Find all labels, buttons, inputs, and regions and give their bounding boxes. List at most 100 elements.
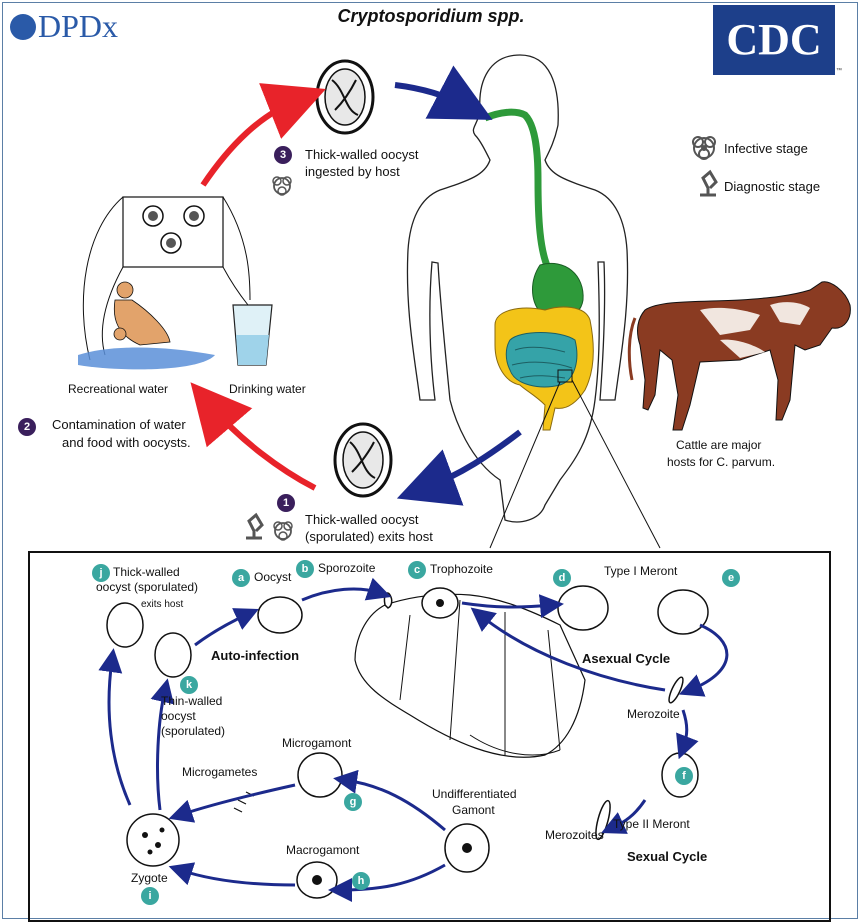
digestive-tract (483, 108, 661, 549)
label-autoinfection: Auto-infection (211, 648, 300, 663)
microscope-icon (700, 169, 718, 197)
epithelial-cells (354, 593, 586, 758)
step3-line1: Thick-walled oocyst (305, 147, 419, 162)
step3-line2: ingested by host (305, 164, 400, 179)
stage-d-meront (557, 585, 609, 631)
arrow-f-to-merozoites (601, 799, 647, 834)
dpdx-logo-text: DPDx (38, 8, 119, 44)
step1-line1: Thick-walled oocyst (305, 512, 419, 527)
label-c: Trophozoite (430, 562, 493, 576)
label-k-line2: oocyst (161, 709, 196, 723)
recreational-water-label: Recreational water (68, 382, 169, 396)
arrow-to-ingestion (200, 83, 326, 187)
stage-i-zygote (126, 813, 180, 867)
label-microgamont: Microgamont (282, 736, 352, 750)
drinking-water-label: Drinking water (229, 382, 306, 396)
gamont-nucleus (462, 843, 472, 853)
stage-merozoite (668, 676, 684, 704)
arrow-h-to-zygote (168, 862, 296, 887)
cdc-trademark: ™ (836, 68, 842, 74)
arrow-a-to-b (301, 577, 392, 602)
arrow-merozoite-to-f (676, 709, 699, 760)
badge-k: k (180, 676, 198, 694)
page-title: Cryptosporidium spp. (337, 6, 525, 26)
stage-j-oocyst (106, 602, 144, 648)
cattle-illustration (627, 281, 851, 431)
biohazard-icon (692, 136, 716, 160)
label-type2-meront: Type II Meront (613, 817, 690, 831)
dpdx-logo-icon (10, 14, 36, 40)
step3-biohazard-icon (272, 176, 292, 196)
zygote-granule (142, 832, 148, 838)
stage-k-oocyst (154, 632, 192, 678)
oocyst-in-magnifier (142, 205, 205, 254)
label-k-line1: Thin-walled (161, 694, 223, 708)
label-asexual-cycle: Asexual Cycle (582, 651, 671, 666)
step3-badge: 3 (274, 146, 292, 164)
label-j-line2: oocyst (sporulated) (96, 580, 199, 594)
label-sexual-cycle: Sexual Cycle (627, 849, 708, 864)
cattle-line2: hosts for C. parvum. (667, 455, 776, 469)
label-j-line3: exits host (141, 599, 184, 610)
badge-a: a (232, 569, 250, 587)
label-type1-meront: Type I Meront (604, 564, 678, 578)
label-macrogamont: Macrogamont (286, 843, 360, 857)
label-zygote: Zygote (131, 871, 168, 885)
dpdx-logo: DPDx (10, 8, 118, 45)
label-gamont-line1: Undifferentiated (432, 787, 517, 801)
arrow-k-to-a (194, 608, 259, 647)
badge-c: c (408, 561, 426, 579)
label-a: Oocyst (254, 570, 292, 584)
stage-g-microgamont (297, 752, 343, 798)
label-j-line1: Thick-walled (113, 565, 180, 579)
recreational-water-scene (78, 196, 273, 370)
label-microgametes: Microgametes (182, 765, 258, 779)
badge-d: d (553, 569, 571, 587)
badge-j: j (92, 564, 110, 582)
badge-b: b (296, 560, 314, 578)
trophozoite-nucleus (436, 599, 444, 607)
label-merozoite: Merozoite (627, 707, 680, 721)
arrow-to-contamination (190, 382, 317, 491)
step2-line2: and food with oocysts. (62, 435, 191, 450)
lifecycle-detail-panel (28, 551, 831, 922)
badge-g: g (344, 793, 362, 811)
arrow-gamont-to-g (333, 769, 446, 832)
label-merozoites: Merozoites (545, 828, 604, 842)
legend-diagnostic-label: Diagnostic stage (724, 179, 821, 194)
arrow-gamont-to-h (328, 863, 446, 902)
badge-e: e (722, 569, 740, 587)
badge-f: f (675, 767, 693, 785)
oocyst-exits-host-icon (333, 422, 393, 498)
arrow-zygote-to-k (150, 678, 174, 811)
label-b: Sporozoite (318, 561, 376, 575)
legend-infective-label: Infective stage (724, 141, 808, 156)
arrow-to-mouth (394, 65, 493, 120)
stage-e-meront (657, 589, 709, 635)
arrow-c-to-d (461, 594, 564, 619)
arrow-from-host (396, 429, 522, 506)
arrow-e-to-merozoite (678, 623, 729, 697)
stage-b-sporozoite (383, 592, 393, 609)
oocyst-ingested-icon (315, 59, 375, 135)
stage-a-oocyst (257, 596, 303, 634)
step1-badge: 1 (277, 494, 295, 512)
step2-line1: Contamination of water (52, 417, 186, 432)
arrow-zygote-to-j (98, 648, 132, 806)
arrow-g-to-zygote (168, 783, 296, 823)
badge-h: h (352, 872, 370, 890)
cdc-logo: CDC (713, 5, 835, 75)
label-gamont-line2: Gamont (452, 803, 495, 817)
step1-microscope-icon (246, 512, 264, 540)
step1-line2: (sporulated) exits host (305, 529, 433, 544)
step1-biohazard-icon (273, 521, 293, 541)
cattle-line1: Cattle are major (676, 438, 762, 452)
human-body-outline (406, 54, 629, 523)
badge-i: i (141, 887, 159, 905)
step2-badge: 2 (18, 418, 36, 436)
macrogamont-nucleus (312, 875, 322, 885)
label-k-line3: (sporulated) (161, 724, 226, 738)
